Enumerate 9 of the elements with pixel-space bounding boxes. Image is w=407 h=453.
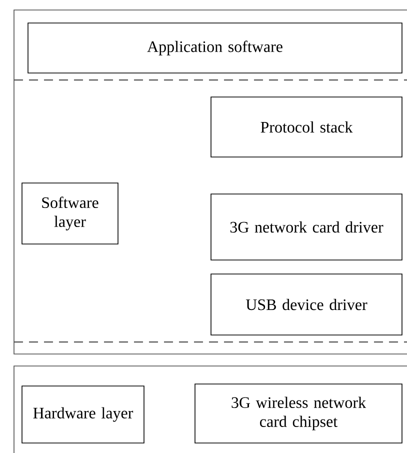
layer-box: USB device driver <box>210 274 402 336</box>
layer-box: Application software <box>28 22 402 74</box>
layer-box: 3G wireless network card chipset <box>194 384 402 444</box>
layer-box: Protocol stack <box>210 96 402 158</box>
layer-frame <box>14 366 407 453</box>
layer-box: Software layer <box>22 182 118 244</box>
layer-frame <box>14 10 407 354</box>
layer-box: 3G network card driver <box>210 194 402 260</box>
layer-box: Hardware layer <box>22 386 144 444</box>
